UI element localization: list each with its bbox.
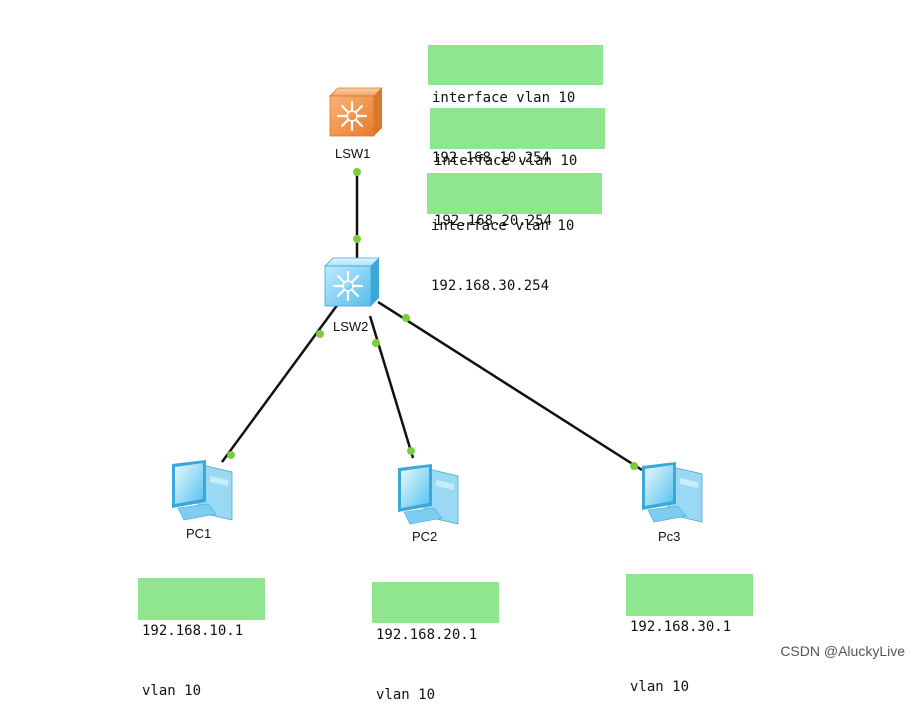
note-line: 192.168.20.1 — [376, 627, 478, 643]
link-endpoints — [227, 168, 638, 470]
endpoint-pc3-up — [630, 462, 638, 470]
note-line: 192.168.10.254 — [432, 150, 551, 166]
note-line: interface vlan 10 — [432, 90, 576, 106]
pc1-device[interactable] — [172, 460, 233, 521]
watermark: CSDN @AluckyLive — [780, 643, 905, 659]
note-line: 192.168.10.1 — [142, 623, 244, 639]
link-lsw2-pc1[interactable] — [220, 303, 340, 463]
endpoint-pc2-up — [407, 447, 415, 455]
pc2-label: PC2 — [412, 529, 438, 544]
note-line: 192.168.30.254 — [431, 278, 550, 294]
pc3-device[interactable] — [642, 462, 703, 523]
endpoint-lsw2-pc1 — [316, 330, 324, 338]
note-vlan10-interface[interactable]: interface vlan 10 192.168.10.254 — [428, 45, 603, 166]
layer3-switch-icon — [324, 257, 380, 307]
lsw1-device[interactable] — [329, 87, 383, 137]
endpoint-pc1-up — [227, 451, 235, 459]
lsw1-label: LSW1 — [335, 146, 371, 161]
pc3-label: Pc3 — [658, 529, 681, 544]
endpoint-lsw2-pc2 — [372, 339, 380, 347]
note-line: vlan 10 — [630, 679, 690, 695]
endpoint-lsw2-pc3 — [402, 314, 410, 322]
lsw2-device[interactable] — [324, 257, 380, 307]
note-vlan20-interface[interactable]: interface vlan 10 192.168.20.254 — [430, 108, 605, 229]
note-pc2-address[interactable]: 192.168.20.1 vlan 10 — [372, 582, 499, 703]
link-lsw2-pc2[interactable] — [368, 315, 415, 459]
lsw2-label: LSW2 — [333, 319, 369, 334]
pc-icon — [398, 464, 459, 525]
topology-canvas — [172, 87, 703, 525]
pc2-device[interactable] — [398, 464, 459, 525]
pc-icon — [642, 462, 703, 523]
note-line: 192.168.30.1 — [630, 619, 732, 635]
pc-icon — [172, 460, 233, 521]
layer3-switch-icon — [329, 87, 383, 137]
note-line: vlan 10 — [142, 683, 202, 699]
note-line: interface vlan 10 — [431, 218, 575, 234]
note-pc1-address[interactable]: 192.168.10.1 vlan 10 — [138, 578, 265, 699]
note-line: 192.168.20.254 — [434, 213, 553, 229]
note-vlan30-interface[interactable]: interface vlan 10 192.168.30.254 — [427, 173, 602, 294]
note-line: vlan 10 — [376, 687, 436, 703]
pc1-label: PC1 — [186, 526, 212, 541]
link-lsw2-pc3[interactable] — [377, 300, 643, 472]
note-pc3-address[interactable]: 192.168.30.1 vlan 10 — [626, 574, 753, 695]
endpoint-lsw2-up — [353, 235, 361, 243]
endpoint-lsw1-down — [353, 168, 361, 176]
note-line: interface vlan 10 — [434, 153, 578, 169]
